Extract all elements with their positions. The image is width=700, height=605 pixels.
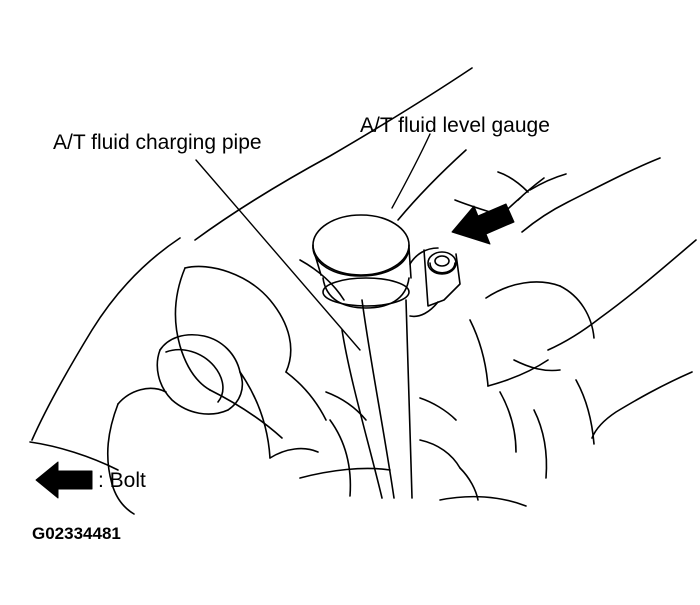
lower-casting — [29, 281, 595, 507]
left-boss — [106, 259, 345, 515]
charging-pipe-label: A/T fluid charging pipe — [53, 131, 262, 154]
left-arrow-icon — [35, 461, 93, 499]
level-gauge-assembly — [312, 214, 413, 499]
leader-lines — [195, 133, 431, 351]
legend-bolt-label: : Bolt — [98, 469, 146, 492]
figure-id: G02334481 — [32, 524, 121, 543]
bolt-pointer-arrow — [451, 203, 515, 245]
housing-outline — [31, 67, 697, 441]
level-gauge-label: A/T fluid level gauge — [360, 114, 550, 137]
bolt-bracket — [409, 247, 461, 318]
